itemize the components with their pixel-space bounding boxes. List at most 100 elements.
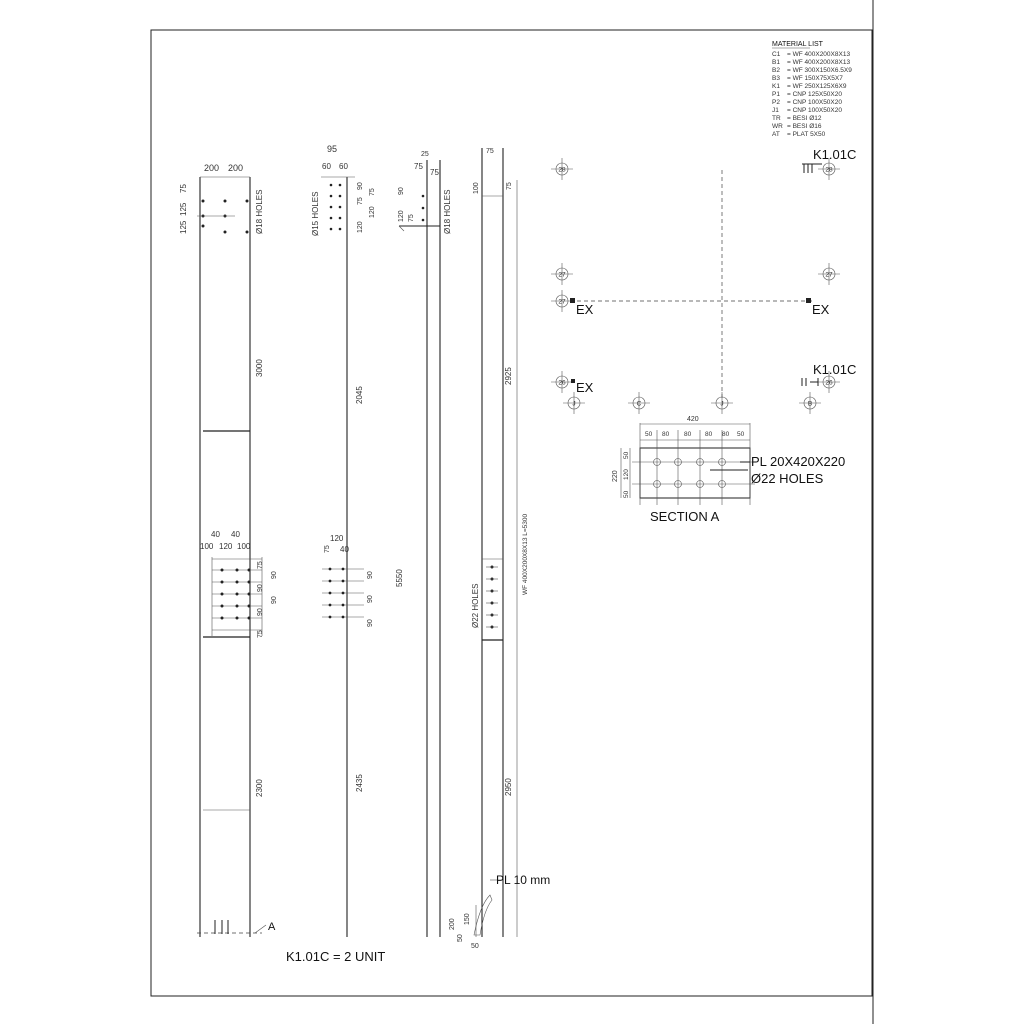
v2-dim-75a: 75 bbox=[369, 188, 376, 196]
v1-dim-width-b: 200 bbox=[228, 163, 243, 173]
v4-dim-50a: 50 bbox=[457, 934, 464, 942]
plate-callout: PL 10 mm bbox=[496, 873, 550, 887]
v1-dim-100a: 100 bbox=[200, 542, 214, 551]
v3-dim-120: 120 bbox=[398, 210, 405, 222]
v4-dim-75b: 75 bbox=[506, 182, 513, 190]
v3-dim-75a: 75 bbox=[414, 162, 423, 171]
material-code: P1 bbox=[772, 91, 780, 98]
v2-dim-120b: 120 bbox=[357, 221, 364, 233]
material-desc: = CNP 125X50X20 bbox=[787, 91, 842, 98]
section-dim-80a: 80 bbox=[662, 431, 670, 438]
v1-dim-120: 120 bbox=[219, 542, 233, 551]
v3-dim-25: 25 bbox=[421, 151, 429, 158]
material-code: K1 bbox=[772, 83, 780, 90]
grid-bubble: 27 bbox=[551, 290, 573, 312]
v2-dim-5550: 5550 bbox=[395, 569, 404, 587]
material-code: C1 bbox=[772, 51, 781, 58]
grid-bubble-label: J bbox=[720, 401, 723, 408]
v1-dim-125b: 125 bbox=[179, 202, 188, 216]
grid-bubble-label: J bbox=[572, 401, 575, 408]
v2-dim-90a: 90 bbox=[367, 571, 374, 579]
v2-dim-95: 95 bbox=[327, 144, 337, 154]
ex-label-left: EX bbox=[576, 302, 594, 317]
v1-dim-75-top: 75 bbox=[257, 561, 264, 569]
material-desc: = WF 400X200X8X13 bbox=[787, 51, 850, 58]
drawing-border bbox=[150, 29, 873, 997]
section-dim-50a: 50 bbox=[645, 431, 653, 438]
v4-dim-100: 100 bbox=[473, 182, 480, 194]
grid-bubble-label: 26 bbox=[558, 380, 566, 387]
v1-holes-label: Ø18 HOLES bbox=[255, 190, 264, 234]
section-title: SECTION A bbox=[650, 509, 720, 524]
section-holes-callout: Ø22 HOLES bbox=[751, 471, 824, 486]
view-4-column: 75 100 75 2925 WF 400X200X8X13 L=5300 Ø2… bbox=[449, 148, 550, 950]
material-code: B2 bbox=[772, 67, 780, 74]
v2-dim-60a: 60 bbox=[322, 162, 331, 171]
view-3-column: 25 75 75 90 120 75 Ø18 HOLES bbox=[398, 151, 452, 937]
ex-label-right: EX bbox=[812, 302, 830, 317]
grid-bubble-label: C bbox=[637, 401, 642, 408]
material-desc: = WF 300X150X6.5X9 bbox=[787, 67, 852, 74]
v2-dim-120a: 120 bbox=[369, 206, 376, 218]
grid-bubble: 26 bbox=[551, 371, 573, 393]
v4-holes-label: Ø22 HOLES bbox=[471, 584, 480, 628]
v3-dim-75c: 75 bbox=[408, 214, 415, 222]
v1-dim-125a: 125 bbox=[179, 220, 188, 234]
view-1-column: 200 200 125 125 75 Ø18 HOLES 3000 40 40 … bbox=[179, 163, 278, 937]
section-dim-120: 120 bbox=[623, 469, 630, 480]
ex-label-lower: EX bbox=[576, 380, 594, 395]
k1-label-bottom: K1.01C bbox=[813, 362, 856, 377]
v3-dim-90: 90 bbox=[398, 187, 405, 195]
v4-dim-2950: 2950 bbox=[504, 778, 513, 796]
v4-dim-150: 150 bbox=[464, 913, 471, 925]
v2-holes-label: Ø15 HOLES bbox=[311, 192, 320, 236]
material-desc: = WF 400X200X8X13 bbox=[787, 59, 850, 66]
material-desc: = BESI Ø16 bbox=[787, 123, 822, 130]
grid-bubble-label: B bbox=[808, 401, 812, 408]
section-dim-50c: 50 bbox=[623, 451, 630, 459]
unit-count-label: K1.01C = 2 UNIT bbox=[286, 949, 385, 964]
section-dim-width: 420 bbox=[687, 416, 699, 423]
v4-dim-50b: 50 bbox=[471, 943, 479, 950]
grid-bubble-label: 28 bbox=[558, 167, 566, 174]
material-desc: = BESI Ø12 bbox=[787, 115, 822, 122]
material-code: TR bbox=[772, 115, 781, 122]
grid-bubble-label: 27 bbox=[558, 272, 566, 279]
grid-bubble: 28 bbox=[818, 158, 840, 180]
v1-dim-40b: 40 bbox=[231, 530, 240, 539]
material-code: J1 bbox=[772, 107, 779, 114]
material-code: B1 bbox=[772, 59, 780, 66]
section-dim-80b: 80 bbox=[684, 431, 692, 438]
v1-dim-90a: 90 bbox=[271, 571, 278, 579]
v3-holes-label: Ø18 HOLES bbox=[443, 190, 452, 234]
section-dim-50d: 50 bbox=[623, 490, 630, 498]
grid-bubble-label: 27 bbox=[825, 272, 833, 279]
v2-dim-2435: 2435 bbox=[355, 774, 364, 792]
material-desc: = WF 150X75X5X7 bbox=[787, 75, 843, 82]
section-a-detail: 420 50 80 80 80 80 50 220 50 120 50 PL 2… bbox=[612, 416, 845, 524]
v2-dim-90b: 90 bbox=[367, 595, 374, 603]
v2-dim-90: 90 bbox=[357, 182, 364, 190]
section-plate-callout: PL 20X420X220 bbox=[751, 454, 845, 469]
grid-bubble: J bbox=[711, 392, 733, 414]
v1-dim-100b: 100 bbox=[237, 542, 251, 551]
section-marker-a: A bbox=[268, 921, 276, 933]
material-desc: = CNP 100X50X20 bbox=[787, 107, 842, 114]
v1-dim-75-bot: 75 bbox=[257, 630, 264, 638]
section-dim-50b: 50 bbox=[737, 431, 745, 438]
section-dim-220: 220 bbox=[612, 470, 619, 482]
v1-dim-75: 75 bbox=[179, 184, 188, 193]
v2-dim-60b: 60 bbox=[339, 162, 348, 171]
v2-dim-2045: 2045 bbox=[355, 386, 364, 404]
grid-bubble: 27 bbox=[818, 263, 840, 285]
view-2-column: 95 60 60 Ø15 HOLES 90 75 120 120 75 2045… bbox=[311, 144, 404, 937]
material-desc: = WF 250X125X6X9 bbox=[787, 83, 847, 90]
v2-dim-75c: 75 bbox=[324, 545, 331, 553]
material-code: P2 bbox=[772, 99, 780, 106]
grid-bubble: C bbox=[628, 392, 650, 414]
material-desc: = CNP 100X50X20 bbox=[787, 99, 842, 106]
